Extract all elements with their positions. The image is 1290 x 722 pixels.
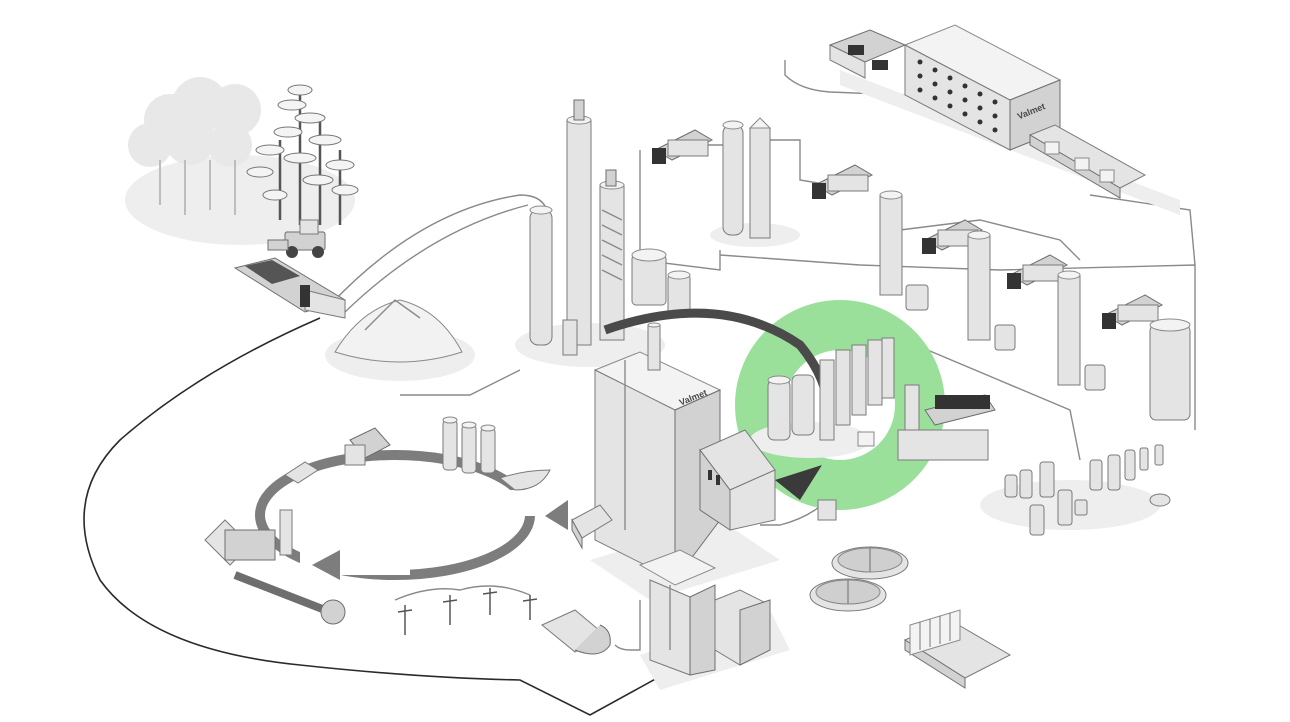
power-plant-icon <box>638 549 790 690</box>
pipe-left-column <box>639 150 721 271</box>
harvester-icon <box>267 219 326 258</box>
causticizing-plant-icon <box>750 337 996 461</box>
lime-kiln-loop <box>255 450 568 580</box>
pipe-hall-return <box>1089 194 1196 266</box>
paper-machine-hall-icon: Valmet <box>828 24 1180 215</box>
lime-kiln-icon <box>204 427 391 625</box>
power-line-icon <box>394 585 538 635</box>
evaporation-tanks-icon <box>442 416 551 491</box>
pulp-dryer-icon <box>541 504 613 655</box>
chip-pile-icon <box>325 299 475 381</box>
chip-conveyor-pipe-2 <box>344 204 529 313</box>
tank-farm-icon <box>652 117 1191 421</box>
pipe-mid <box>770 139 831 186</box>
pump-unit-2 <box>812 164 874 199</box>
pump-unit-5 <box>1102 294 1164 329</box>
pump-unit-4 <box>1007 254 1069 289</box>
forest-icon <box>125 77 359 245</box>
pipe-to-hall <box>784 60 906 96</box>
pipe-to-treatment <box>760 494 836 526</box>
hall-windows <box>917 59 998 133</box>
cycle-arrow-icon <box>735 300 945 510</box>
pipe-right-run <box>719 254 1196 430</box>
conveyor-icon <box>233 257 347 319</box>
pump-unit-1 <box>652 129 714 164</box>
pipe-cluster <box>899 219 1081 261</box>
digester-tower-icon <box>515 99 691 367</box>
chemical-cluster-icon <box>980 444 1171 536</box>
pipe-kiln <box>614 600 641 651</box>
chip-conveyor-pipe <box>329 194 549 306</box>
pipe-left-mid <box>400 369 521 396</box>
bleaching-plant-icon <box>903 609 1012 689</box>
water-treatment-icon <box>809 499 909 612</box>
wood-supply-line <box>83 317 691 716</box>
